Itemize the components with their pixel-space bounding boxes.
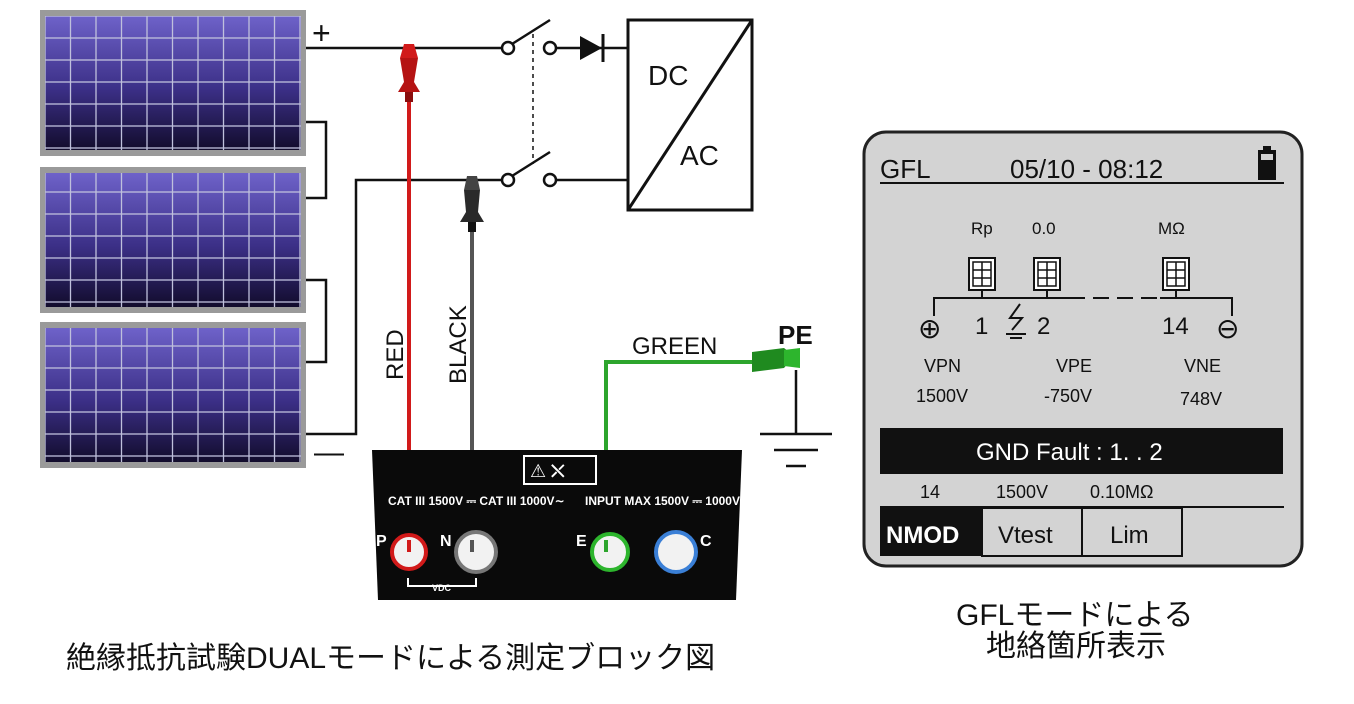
voltage-value-vpe: -750V <box>1044 386 1092 406</box>
voltage-value-vpn: 1500V <box>916 386 968 406</box>
black-lead-label: BLACK <box>445 305 472 384</box>
voltage-label-vpe: VPE <box>1056 356 1092 376</box>
rating-left: CAT III 1500V ⎓ CAT III 1000V∼ <box>388 494 565 508</box>
terminal-n-label: N <box>440 533 452 550</box>
softkey-lim[interactable] <box>1081 507 1183 557</box>
softkey-lim-label: Lim <box>1110 522 1149 549</box>
diode-icon <box>580 34 605 62</box>
minus-sign: — <box>314 436 344 469</box>
display-datetime: 05/10 - 08:12 <box>1010 154 1163 184</box>
inverter-dc-label: DC <box>648 60 688 91</box>
voltage-value-vne: 748V <box>1180 389 1222 409</box>
voltage-label-vpn: VPN <box>924 356 961 376</box>
softkey-nmod-label: NMOD <box>886 522 959 549</box>
display-mode: GFL <box>880 154 931 184</box>
param-lim-value: 0.10MΩ <box>1090 482 1153 502</box>
red-lead-label: RED <box>382 329 409 380</box>
green-lead-label: GREEN <box>632 333 717 360</box>
right-caption-line1: GFLモードによる <box>956 599 1193 632</box>
terminal-n[interactable] <box>454 530 498 574</box>
plus-terminal-icon: ⊕ <box>918 313 941 344</box>
module-icon-2 <box>1033 257 1061 291</box>
solar-panel-1 <box>40 10 306 156</box>
vdc-label: VDC <box>432 583 452 593</box>
position-a: 1 <box>975 313 988 340</box>
position-c: 14 <box>1162 313 1189 340</box>
green-lead <box>604 348 800 548</box>
label-unit: MΩ <box>1158 219 1185 238</box>
panel-series-wiring <box>306 120 328 364</box>
label-value: 0.0 <box>1032 219 1056 238</box>
vdc-bracket <box>407 578 477 587</box>
fault-lightning-icon <box>1006 303 1026 339</box>
rating-right: INPUT MAX 1500V ⎓ 1000V∼ <box>585 494 750 508</box>
module-icon-14 <box>1162 257 1190 291</box>
fault-bar <box>880 428 1283 474</box>
right-caption-line2: 地絡箇所表示 <box>986 630 1166 663</box>
softkey-nmod[interactable] <box>880 508 982 556</box>
solar-panel-2 <box>40 167 306 313</box>
voltage-label-vne: VNE <box>1184 356 1221 376</box>
inverter-ac-label: AC <box>680 140 719 171</box>
main-caption: 絶縁抵抗試験DUALモードによる測定ブロック図 <box>66 642 715 675</box>
module-icon-1 <box>968 257 996 291</box>
fault-bar-text: GND Fault : 1. . 2 <box>976 439 1163 466</box>
battery-icon <box>1258 146 1276 180</box>
terminal-p-label: P <box>376 533 387 550</box>
minus-terminal-icon: ⊖ <box>1216 313 1239 344</box>
terminal-e-label: E <box>576 533 587 550</box>
solar-panel-3 <box>40 322 306 468</box>
disconnect-switch <box>500 18 558 188</box>
param-vtest-value: 1500V <box>996 482 1048 502</box>
warning-symbols: ⚠ ⛌ <box>530 461 565 481</box>
pe-label: PE <box>778 320 813 350</box>
param-nmod-value: 14 <box>920 482 940 502</box>
terminal-c[interactable] <box>654 530 698 574</box>
string-line <box>933 290 1233 316</box>
main-wiring <box>306 46 628 436</box>
ground-icon <box>760 370 832 468</box>
label-rp: Rp <box>971 219 993 238</box>
terminal-e[interactable] <box>590 532 630 572</box>
position-b: 2 <box>1037 313 1050 340</box>
inverter-box <box>626 18 754 212</box>
plus-sign: + <box>312 15 331 51</box>
terminal-c-label: C <box>700 533 712 550</box>
softkey-vtest-label: Vtest <box>998 522 1053 549</box>
